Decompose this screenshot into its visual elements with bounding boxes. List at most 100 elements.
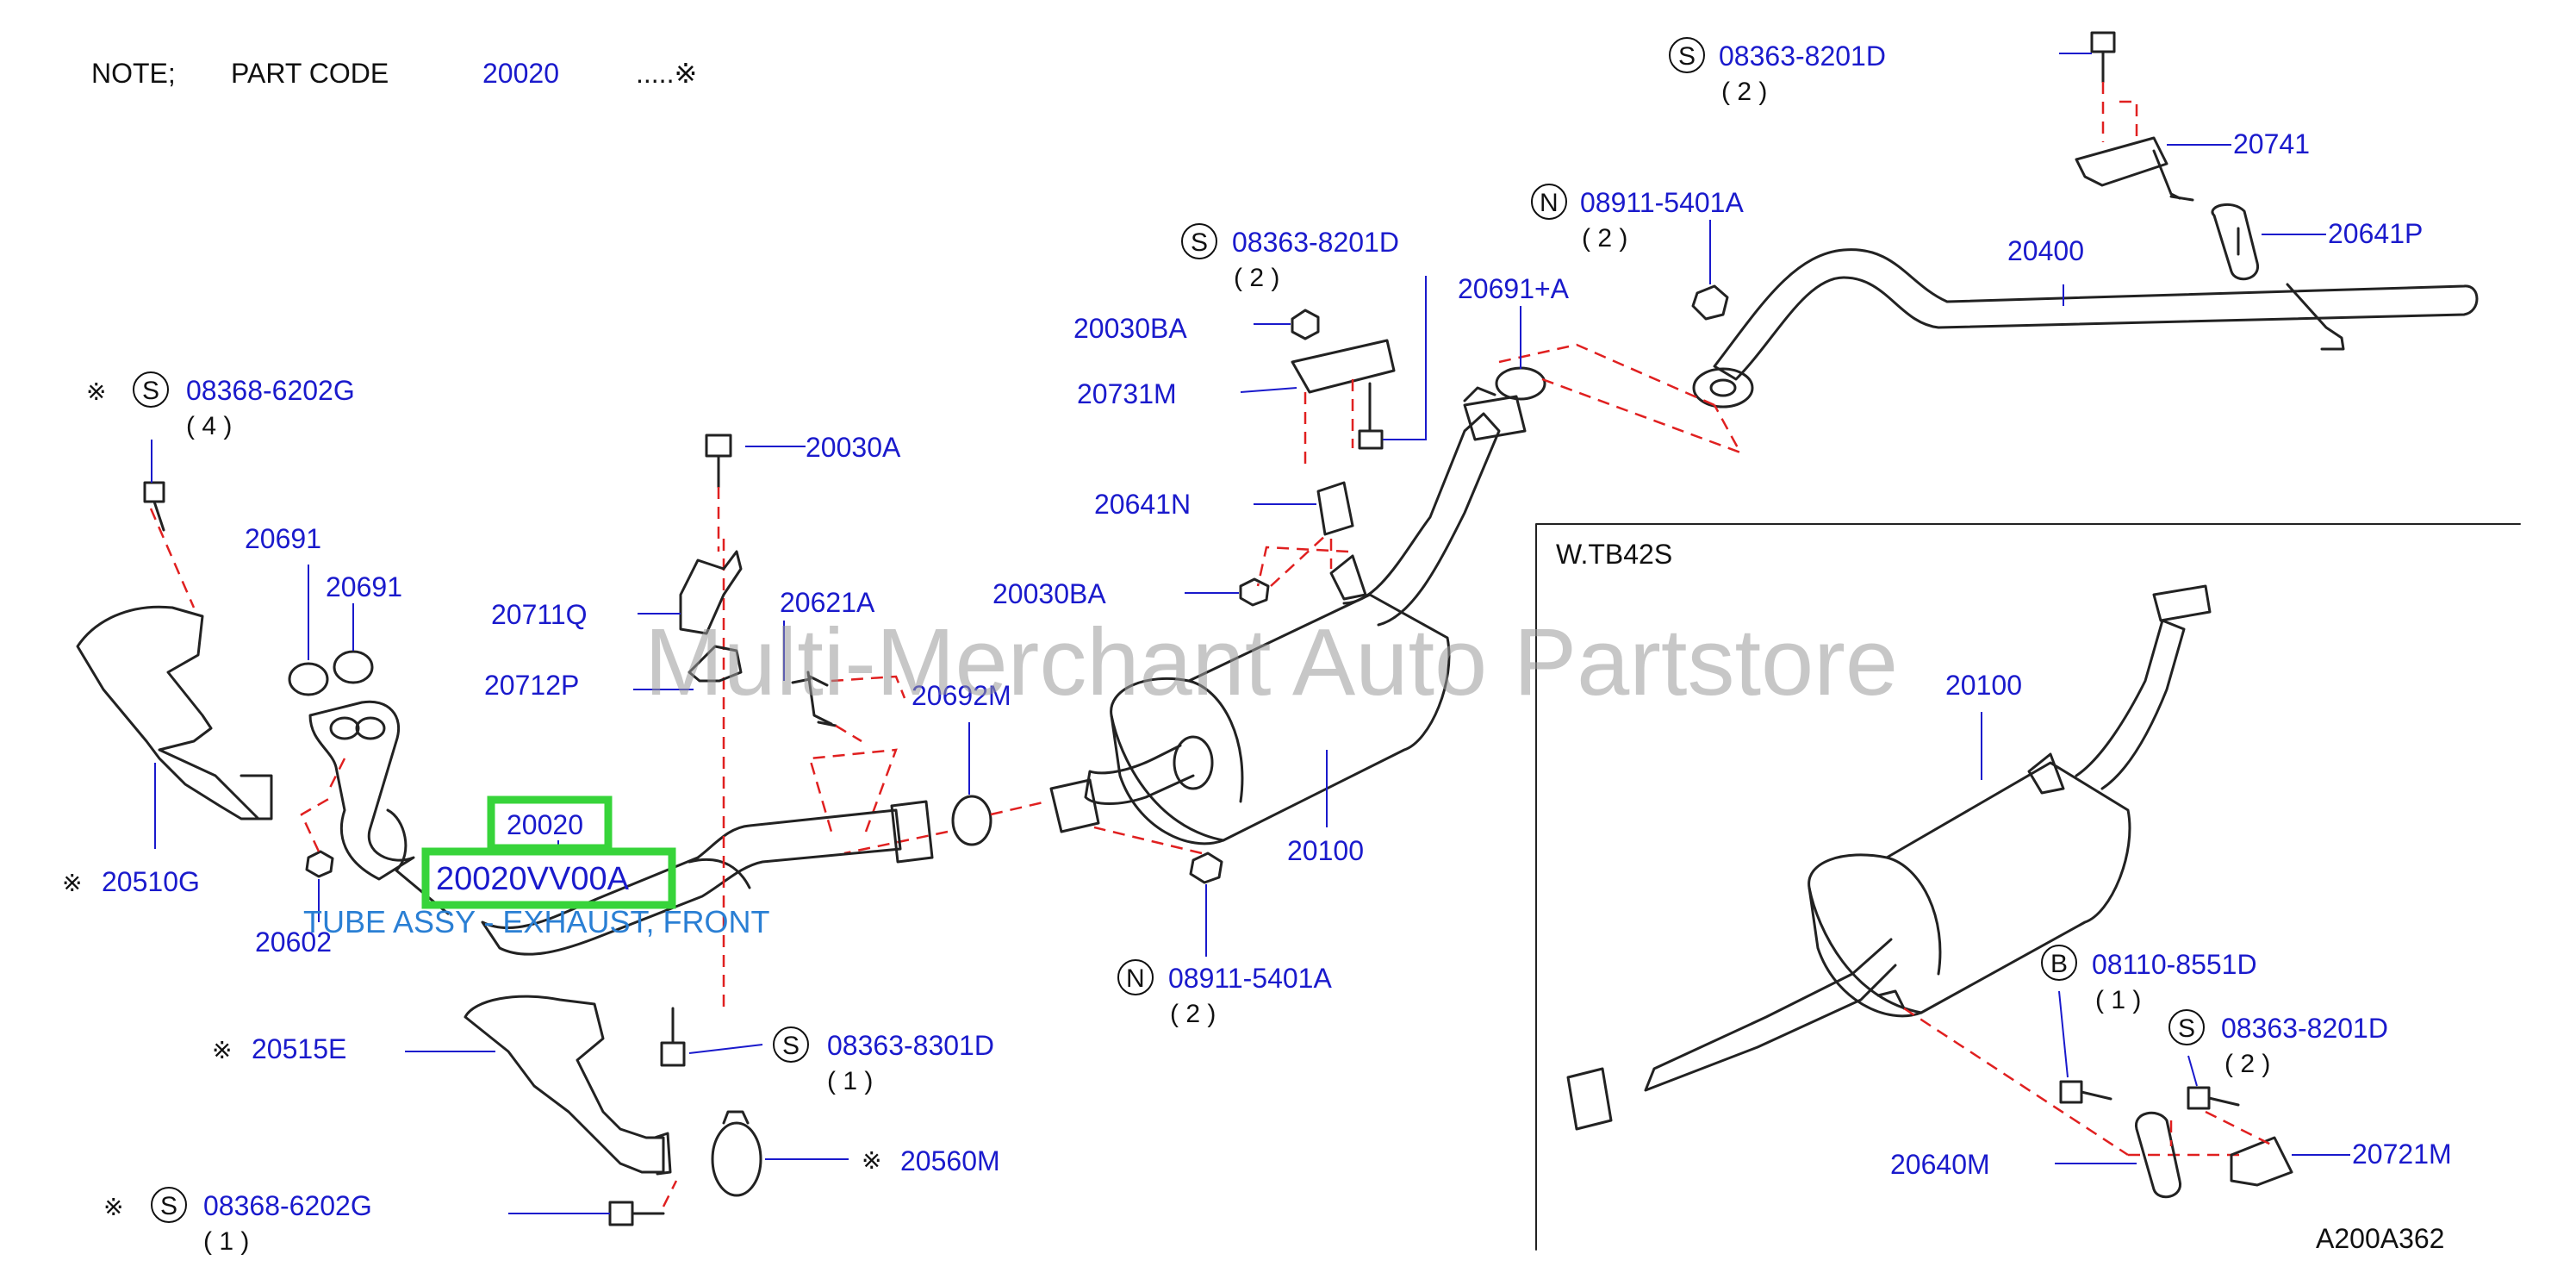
muffler-inset-inlet bbox=[2075, 619, 2186, 790]
front-tube-20020VV00A[interactable] bbox=[481, 808, 902, 956]
bolt-08368-a-head bbox=[143, 481, 165, 503]
leader-20731M bbox=[1240, 387, 1297, 393]
label-n-08911-5401A-bottom[interactable]: 08911-5401A bbox=[1168, 963, 1332, 994]
dash-bolt-08368-b bbox=[662, 1180, 678, 1207]
label-s-08363-8301D[interactable]: 08363-8301D bbox=[827, 1030, 994, 1061]
label-s-08363-8201D-inset[interactable]: 08363-8201D bbox=[2221, 1013, 2388, 1044]
qty-s-08368-6202G-b: ( 1 ) bbox=[203, 1227, 249, 1256]
highlight-box-part-number[interactable] bbox=[421, 847, 676, 909]
label-20691A[interactable]: 20691+A bbox=[1458, 273, 1570, 304]
gasket-20691-b[interactable] bbox=[333, 650, 374, 684]
insulator-20641N[interactable] bbox=[1316, 481, 1354, 536]
heat-shield-20515E-end bbox=[653, 1132, 672, 1176]
nut-20030BA-a[interactable] bbox=[1291, 309, 1320, 340]
dash-20621A bbox=[831, 675, 906, 743]
heat-shield-20515E[interactable] bbox=[464, 995, 665, 1174]
muffler-hanger-bracket bbox=[1329, 554, 1367, 601]
watermark-text: Multi-Merchant Auto Partstore bbox=[644, 609, 1898, 715]
label-n-08911-5401A-top[interactable]: 08911-5401A bbox=[1580, 187, 1744, 218]
ref-mark-08368-a: ※ bbox=[86, 377, 106, 406]
note-prefix: NOTE; bbox=[91, 58, 176, 89]
gasket-20691-a[interactable] bbox=[288, 662, 329, 696]
label-20712P[interactable]: 20712P bbox=[484, 670, 579, 701]
nut-20602[interactable] bbox=[305, 850, 334, 878]
label-20400[interactable]: 20400 bbox=[2007, 235, 2084, 266]
label-s-08363-8201D-top[interactable]: 08363-8201D bbox=[1719, 41, 1886, 72]
nut-08911-5401A-top[interactable] bbox=[1691, 284, 1729, 321]
clamp-20560M[interactable] bbox=[711, 1121, 762, 1197]
label-20731M[interactable]: 20731M bbox=[1077, 378, 1177, 409]
bracket-20712P[interactable] bbox=[688, 645, 743, 683]
label-20560M[interactable]: 20560M bbox=[900, 1145, 1000, 1176]
label-b-08110-8551D[interactable]: 08110-8551D bbox=[2092, 949, 2257, 980]
label-s-08363-8201D-mid[interactable]: 08363-8201D bbox=[1232, 227, 1399, 258]
hanger-20641P[interactable] bbox=[2211, 203, 2259, 281]
bracket-20721M[interactable] bbox=[2230, 1136, 2293, 1187]
label-20741[interactable]: 20741 bbox=[2233, 128, 2310, 159]
bracket-20741-stem bbox=[2152, 149, 2181, 200]
bolt-20621A[interactable] bbox=[791, 675, 837, 727]
label-20602[interactable]: 20602 bbox=[255, 926, 332, 958]
svg-text:S: S bbox=[142, 377, 159, 405]
bolt-top-head bbox=[2090, 31, 2116, 53]
label-20100-main[interactable]: 20100 bbox=[1287, 835, 1364, 866]
mark-n-bottom: N bbox=[1117, 959, 1154, 995]
front-tube-inlet bbox=[386, 808, 450, 915]
dash-gasket-20692M bbox=[843, 800, 1048, 855]
muffler-outlet-pipe bbox=[1084, 744, 1195, 805]
bolt-08368-a-shank bbox=[152, 500, 165, 532]
front-pipe-upper bbox=[308, 700, 415, 881]
mark-n-top: N bbox=[1531, 184, 1567, 220]
leader-b-8551D bbox=[2058, 990, 2069, 1078]
bracket-20741[interactable] bbox=[2075, 136, 2168, 187]
label-20641P[interactable]: 20641P bbox=[2328, 218, 2423, 249]
label-20100-inset[interactable]: 20100 bbox=[1945, 670, 2022, 701]
ref-mark-08368-b: ※ bbox=[103, 1193, 123, 1221]
muffler-20100-main[interactable] bbox=[1110, 593, 1451, 845]
highlight-code-20020[interactable]: 20020 bbox=[507, 809, 583, 840]
mark-s-inset: S bbox=[2168, 1009, 2205, 1045]
label-20030BA-a[interactable]: 20030BA bbox=[1073, 313, 1187, 344]
muffler-inset-front-flange bbox=[1566, 1067, 1613, 1131]
gasket-20691A[interactable] bbox=[1495, 366, 1546, 401]
nut-08911-5401A-bottom[interactable] bbox=[1189, 852, 1223, 884]
tail-hanger-rod bbox=[2286, 283, 2345, 351]
label-20515E[interactable]: 20515E bbox=[252, 1033, 346, 1064]
label-s-08368-6202G-a[interactable]: 08368-6202G bbox=[186, 375, 355, 406]
label-20510G[interactable]: 20510G bbox=[102, 866, 200, 897]
highlight-part-number[interactable]: 20020VV00A bbox=[436, 861, 630, 897]
muffler-inset-hanger bbox=[2027, 752, 2065, 795]
label-20640M[interactable]: 20640M bbox=[1890, 1149, 1990, 1180]
note-part-code[interactable]: 20020 bbox=[482, 58, 559, 89]
note-suffix: .....※ bbox=[636, 58, 697, 89]
muffler-20100-main-face bbox=[1187, 679, 1244, 803]
tail-pipe-flange bbox=[1692, 367, 1754, 409]
label-20621A[interactable]: 20621A bbox=[780, 587, 875, 618]
bracket-20731M[interactable] bbox=[1291, 339, 1396, 394]
heat-shield-20510G[interactable] bbox=[76, 605, 260, 820]
hanger-20640M[interactable] bbox=[2135, 1111, 2181, 1199]
label-20691-b[interactable]: 20691 bbox=[326, 571, 402, 602]
label-s-08368-6202G-b[interactable]: 08368-6202G bbox=[203, 1190, 372, 1221]
inset-title: W.TB42S bbox=[1556, 539, 1672, 570]
ref-mark-20560M: ※ bbox=[862, 1146, 881, 1175]
label-20030BA-b[interactable]: 20030BA bbox=[992, 578, 1106, 609]
qty-s-08363-8201D-mid: ( 2 ) bbox=[1234, 264, 1279, 292]
qty-n-08911-5401A-top: ( 2 ) bbox=[1582, 224, 1627, 253]
nut-20030BA-b[interactable] bbox=[1239, 577, 1270, 607]
bracket-20711Q[interactable] bbox=[679, 550, 743, 635]
leader-s-8301D bbox=[688, 1044, 763, 1054]
label-20691-a[interactable]: 20691 bbox=[245, 523, 321, 554]
label-20721M[interactable]: 20721M bbox=[2352, 1139, 2452, 1170]
dash-nut-20030BA-b bbox=[1270, 533, 1333, 587]
muffler-20100-inset[interactable] bbox=[1808, 761, 2131, 1018]
label-20711Q[interactable]: 20711Q bbox=[491, 599, 588, 630]
label-20692M[interactable]: 20692M bbox=[912, 680, 1011, 711]
label-20641N[interactable]: 20641N bbox=[1094, 489, 1191, 520]
center-pipe-flange-top bbox=[1463, 386, 1496, 402]
ref-mark-20515E: ※ bbox=[212, 1036, 232, 1064]
tail-pipe-20400[interactable] bbox=[1713, 248, 2479, 381]
gasket-20692M[interactable] bbox=[951, 795, 992, 846]
label-20030A[interactable]: 20030A bbox=[806, 432, 901, 463]
